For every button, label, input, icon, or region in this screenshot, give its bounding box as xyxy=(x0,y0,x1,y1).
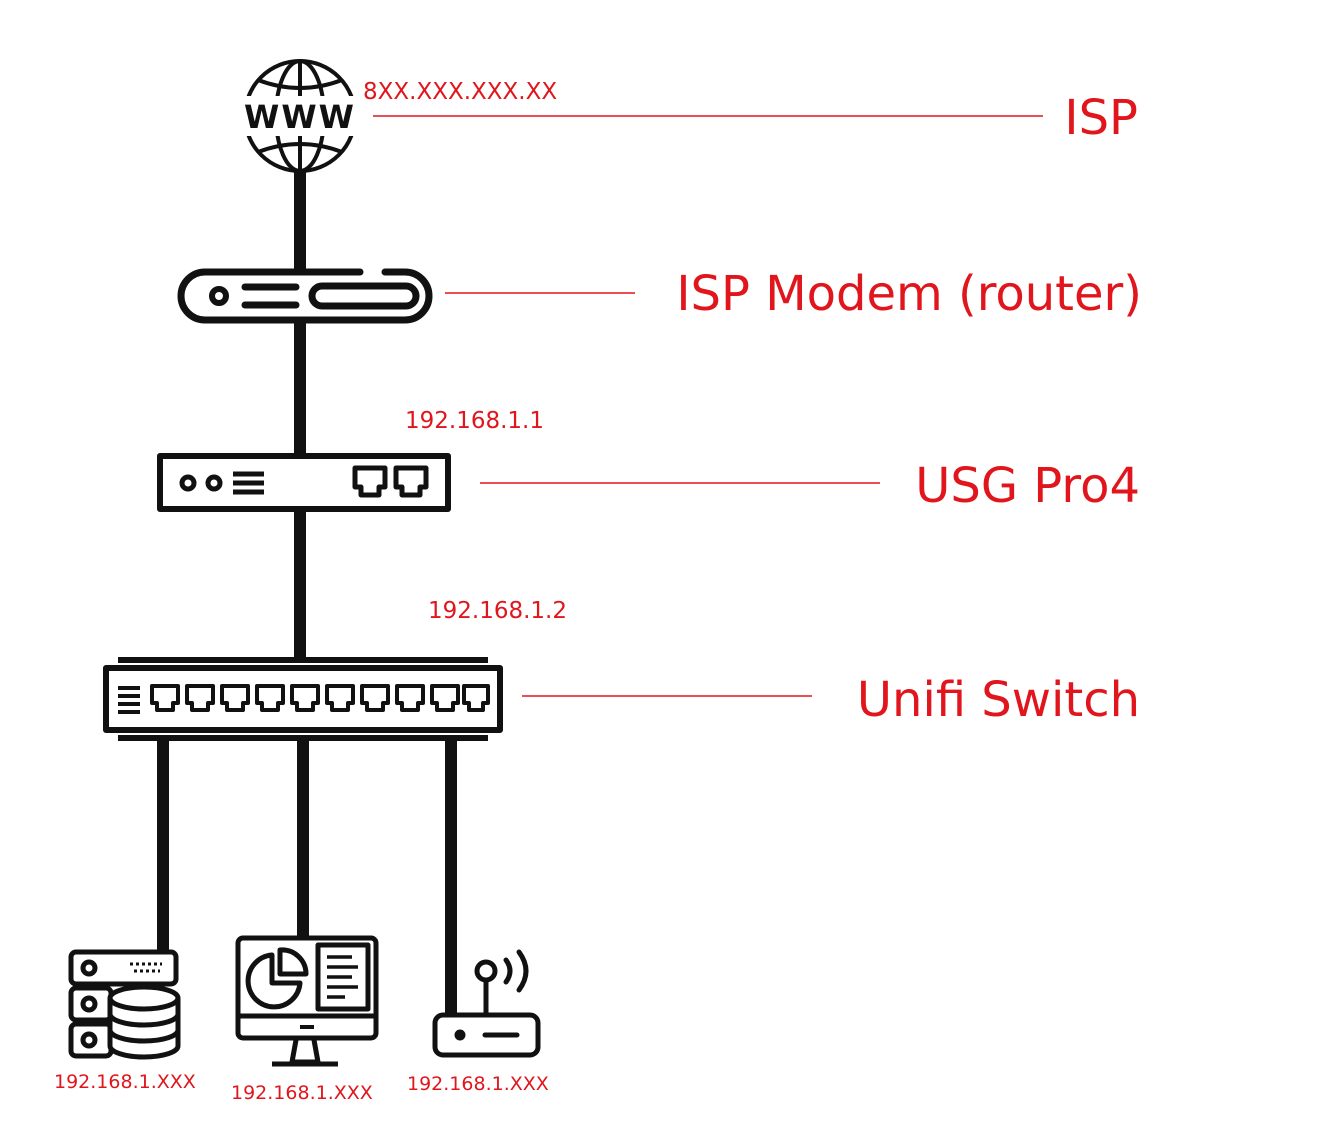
ip-access-point: 192.168.1.XXX xyxy=(407,1073,549,1095)
label-isp: ISP xyxy=(1064,90,1138,146)
ip-public: 8XX.XXX.XXX.XX xyxy=(363,79,557,105)
globe-www-icon: WWW xyxy=(242,59,358,173)
label-isp-modem: ISP Modem (router) xyxy=(676,266,1142,322)
ip-workstation: 192.168.1.XXX xyxy=(231,1082,373,1104)
monitor-dashboard-icon xyxy=(235,935,379,1067)
leader-lines xyxy=(373,115,1043,697)
ip-switch: 192.168.1.2 xyxy=(428,598,567,624)
database-server-icon xyxy=(68,949,181,1060)
ip-server: 192.168.1.XXX xyxy=(54,1071,196,1093)
network-links xyxy=(157,165,457,1015)
modem-icon xyxy=(177,268,433,324)
label-switch: Unifi Switch xyxy=(857,672,1140,728)
network-switch-icon xyxy=(103,657,503,741)
label-usg: USG Pro4 xyxy=(915,458,1140,514)
wireless-router-icon xyxy=(432,949,541,1058)
globe-www-text: WWW xyxy=(244,98,356,136)
gateway-icon xyxy=(157,453,451,512)
ip-usg: 192.168.1.1 xyxy=(405,408,544,434)
